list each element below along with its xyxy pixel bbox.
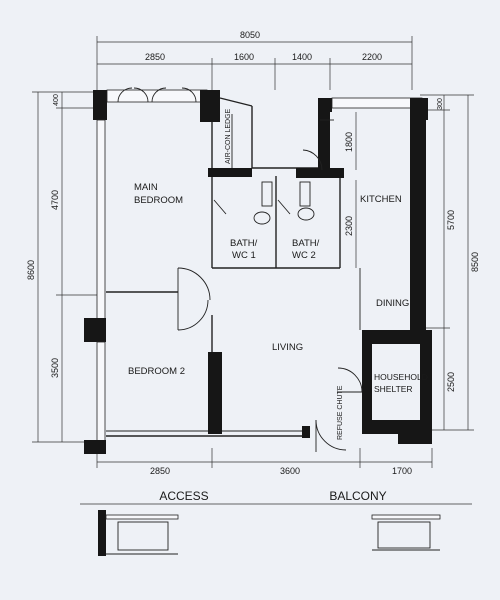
room-bath2-line1: BATH/	[292, 238, 320, 249]
dim-left-total: 8600	[26, 260, 36, 280]
dim-left-lower: 3500	[50, 358, 60, 378]
room-bedroom-2: BEDROOM 2	[128, 366, 185, 377]
dim-right-lower: 2500	[446, 372, 456, 392]
room-labels: MAIN BEDROOM BEDROOM 2 LIVING KITCHEN DI…	[128, 108, 428, 440]
dim-top-seg-4: 2200	[362, 52, 382, 62]
dim-left-upper: 4700	[50, 190, 60, 210]
doors	[117, 87, 363, 452]
room-refuse-chute: REFUSE CHUTE	[337, 385, 344, 440]
room-main-bedroom-line1: MAIN	[134, 182, 158, 193]
dim-inner-2300: 2300	[344, 216, 354, 236]
dim-right-upper: 5700	[446, 210, 456, 230]
room-bath1-line1: BATH/	[230, 238, 258, 249]
room-main-bedroom-line2: BEDROOM	[134, 195, 183, 206]
dim-bottom-seg-1: 2850	[150, 466, 170, 476]
exterior-walls	[84, 89, 432, 454]
dim-top-total: 8050	[240, 30, 260, 40]
room-living: LIVING	[272, 342, 303, 353]
dimension-lines	[32, 36, 474, 468]
room-kitchen: KITCHEN	[360, 194, 402, 205]
room-dining: DINING	[376, 298, 409, 309]
room-shelter-line2: SHELTER	[374, 384, 413, 394]
dim-right-total: 8500	[470, 252, 480, 272]
dim-inner-1800: 1800	[344, 132, 354, 152]
bathroom-fixtures	[253, 181, 315, 225]
dimension-labels: 8050 2850 1600 1400 2200 8600 4700 3500 …	[26, 30, 480, 476]
room-bath2-line2: WC 2	[292, 250, 316, 261]
dim-top-seg-1: 2850	[145, 52, 165, 62]
bottom-section: ACCESS BALCONY	[80, 489, 472, 556]
dim-bottom-seg-2: 3600	[280, 466, 300, 476]
room-aircon-ledge: AIR-CON LEDGE	[225, 108, 232, 164]
dim-right-small: 300	[437, 98, 444, 110]
room-bath1-line2: WC 1	[232, 250, 256, 261]
dim-bottom-seg-3: 1700	[392, 466, 412, 476]
interior-walls	[106, 112, 361, 434]
balcony-caption: BALCONY	[329, 489, 386, 503]
access-caption: ACCESS	[159, 489, 208, 503]
dim-top-seg-3: 1400	[292, 52, 312, 62]
dim-left-small: 400	[53, 94, 60, 106]
room-shelter-line1: HOUSEHOLD	[374, 372, 428, 382]
dim-top-seg-2: 1600	[234, 52, 254, 62]
